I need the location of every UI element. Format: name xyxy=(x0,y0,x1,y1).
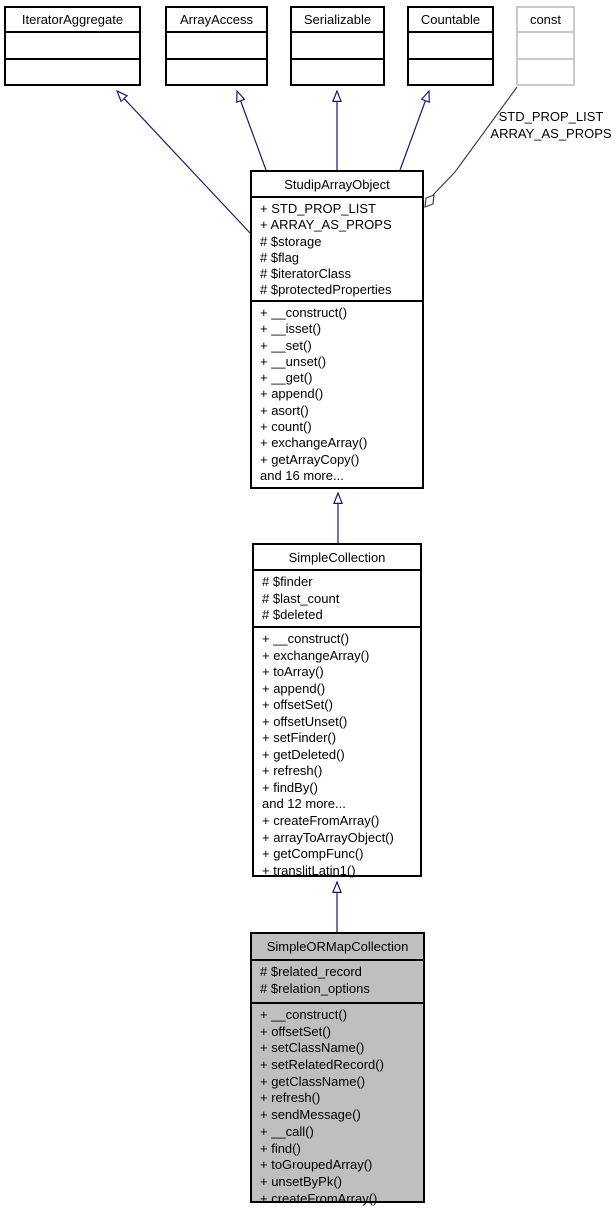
empty-methods-compartment xyxy=(518,58,573,82)
attribute-row: # $deleted xyxy=(262,607,323,623)
method-row: + getCompFunc() xyxy=(262,846,364,862)
method-row: + getArrayCopy() xyxy=(260,451,360,467)
class-name: Serializable xyxy=(303,12,372,27)
method-row: + unsetByPk() xyxy=(260,1173,343,1189)
empty-methods-compartment xyxy=(167,58,266,82)
attributes-compartment: # $finder# $last_count# $deleted xyxy=(254,569,420,626)
empty-attributes-compartment xyxy=(518,31,573,58)
method-row: + __construct() xyxy=(262,631,350,646)
empty-attributes-compartment xyxy=(167,31,266,58)
method-row: + __set() xyxy=(260,337,312,353)
attributes-compartment: + STD_PROP_LIST+ ARRAY_AS_PROPS# $storag… xyxy=(252,196,422,300)
empty-methods-compartment xyxy=(409,58,492,82)
aggregation-diamond xyxy=(424,194,435,208)
method-row: + __unset() xyxy=(260,353,327,369)
inheritance-edge-arrayaccess xyxy=(237,91,267,171)
method-row: + offsetSet() xyxy=(260,1023,331,1039)
method-row: + createFromArray() xyxy=(260,1190,378,1206)
method-row: + getDeleted() xyxy=(262,746,345,762)
inheritance-edge-iteratoraggregate xyxy=(117,91,251,234)
method-row: + append() xyxy=(260,386,324,402)
method-row: + exchangeArray() xyxy=(262,647,370,663)
method-row: + asort() xyxy=(260,402,309,418)
method-row: + count() xyxy=(260,419,312,435)
methods-compartment: + __construct()+ exchangeArray()+ toArra… xyxy=(254,626,420,881)
attribute-row: # $finder xyxy=(262,574,313,589)
empty-attributes-compartment xyxy=(409,31,492,58)
inheritance-edge-countable xyxy=(399,91,429,171)
method-row: + offsetSet() xyxy=(262,697,333,713)
method-row: + toArray() xyxy=(262,664,324,680)
empty-methods-compartment xyxy=(292,58,383,82)
class-node-simplecollection[interactable]: SimpleCollection # $finder# $last_count#… xyxy=(252,543,422,878)
method-row: + setClassName() xyxy=(260,1040,365,1056)
class-name: IteratorAggregate xyxy=(21,12,124,27)
attribute-row: # $storage xyxy=(260,233,322,249)
class-node-studiparrayobject[interactable]: StudipArrayObject + STD_PROP_LIST+ ARRAY… xyxy=(250,170,424,489)
method-row: + refresh() xyxy=(260,1090,321,1106)
method-row: and 16 more... xyxy=(260,467,344,483)
method-row: + refresh() xyxy=(262,763,323,779)
method-row: + __construct() xyxy=(260,305,348,320)
method-row: + getClassName() xyxy=(260,1073,366,1089)
interface-node-serializable[interactable]: Serializable xyxy=(290,6,385,86)
method-row: + createFromArray() xyxy=(262,813,380,829)
aggregation-edge-label: STD_PROP_LIST ARRAY_AS_PROPS xyxy=(488,108,614,142)
attribute-row: # $relation_options xyxy=(260,980,370,996)
class-name: Countable xyxy=(420,12,481,27)
method-row: + translitLatin1() xyxy=(262,862,356,878)
attributes-compartment: # $related_record# $relation_options xyxy=(252,959,423,1002)
methods-compartment: + __construct()+ offsetSet()+ setClassNa… xyxy=(252,1002,423,1209)
method-row: + append() xyxy=(262,680,326,696)
attribute-row: + ARRAY_AS_PROPS xyxy=(260,217,392,233)
method-row: + __construct() xyxy=(260,1007,348,1022)
attribute-row: # $last_count xyxy=(262,590,340,606)
empty-attributes-compartment xyxy=(6,31,139,58)
methods-compartment: + __construct()+ __isset()+ __set()+ __u… xyxy=(252,300,422,486)
class-name: SimpleORMapCollection xyxy=(266,939,409,954)
aggregation-edge-const xyxy=(432,86,518,196)
method-row: and 12 more... xyxy=(262,796,346,812)
empty-attributes-compartment xyxy=(292,31,383,58)
attribute-row: # $iteratorClass xyxy=(260,266,352,282)
attribute-row: # $flag xyxy=(260,249,300,265)
aggregation-edge-label-line1: STD_PROP_LIST xyxy=(498,109,604,124)
class-node-simpleormapcollection: SimpleORMapCollection # $related_record#… xyxy=(250,932,425,1206)
method-row: + toGroupedArray() xyxy=(260,1157,373,1173)
method-row: + setRelatedRecord() xyxy=(260,1057,384,1073)
method-row: + arrayToArrayObject() xyxy=(262,829,394,845)
method-row: + find() xyxy=(260,1140,301,1156)
method-row: + setFinder() xyxy=(262,730,337,746)
attribute-row: # $related_record xyxy=(260,964,362,979)
method-row: + __get() xyxy=(260,370,313,386)
method-row: + sendMessage() xyxy=(260,1107,361,1123)
method-row: + __call() xyxy=(260,1123,314,1139)
aggregation-edge-label-line2: ARRAY_AS_PROPS xyxy=(490,126,612,141)
interface-node-iteratoraggregate[interactable]: IteratorAggregate xyxy=(4,6,141,86)
method-row: + exchangeArray() xyxy=(260,435,368,451)
empty-methods-compartment xyxy=(6,58,139,82)
method-row: + offsetUnset() xyxy=(262,713,348,729)
class-name: const xyxy=(529,12,562,27)
attribute-row: # $protectedProperties xyxy=(260,282,392,298)
class-name: SimpleCollection xyxy=(288,549,386,565)
interface-node-countable[interactable]: Countable xyxy=(407,6,494,86)
attribute-row: + STD_PROP_LIST xyxy=(260,201,376,216)
class-name: ArrayAccess xyxy=(180,12,253,27)
method-row: + findBy() xyxy=(262,779,318,795)
method-row: + __isset() xyxy=(260,321,322,337)
interface-node-arrayaccess[interactable]: ArrayAccess xyxy=(165,6,268,86)
const-node: const xyxy=(516,6,575,86)
class-name: StudipArrayObject xyxy=(284,176,390,192)
